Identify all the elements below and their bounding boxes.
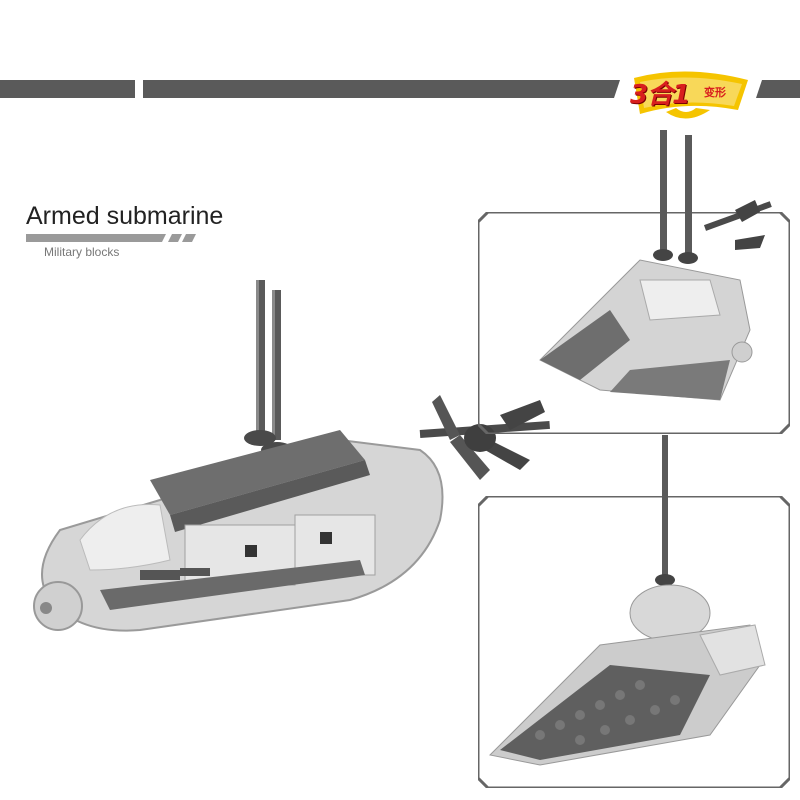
speedboat-model-image: [488, 435, 766, 766]
variant-frame-top: [478, 212, 790, 434]
header-stripe-bar: [0, 80, 800, 98]
boat-with-propeller-model-image: [539, 130, 772, 401]
submarine-model-image: [33, 280, 550, 632]
product-title: Armed submarine: [26, 202, 224, 230]
title-underline-stripes: [26, 234, 196, 242]
product-subtitle: Military blocks: [44, 245, 120, 259]
three-in-one-badge-icon: [634, 71, 748, 119]
badge-small-text: 变形: [704, 87, 726, 99]
variant-frame-bottom: [478, 496, 790, 788]
badge-main-text: 3合1: [630, 80, 690, 110]
